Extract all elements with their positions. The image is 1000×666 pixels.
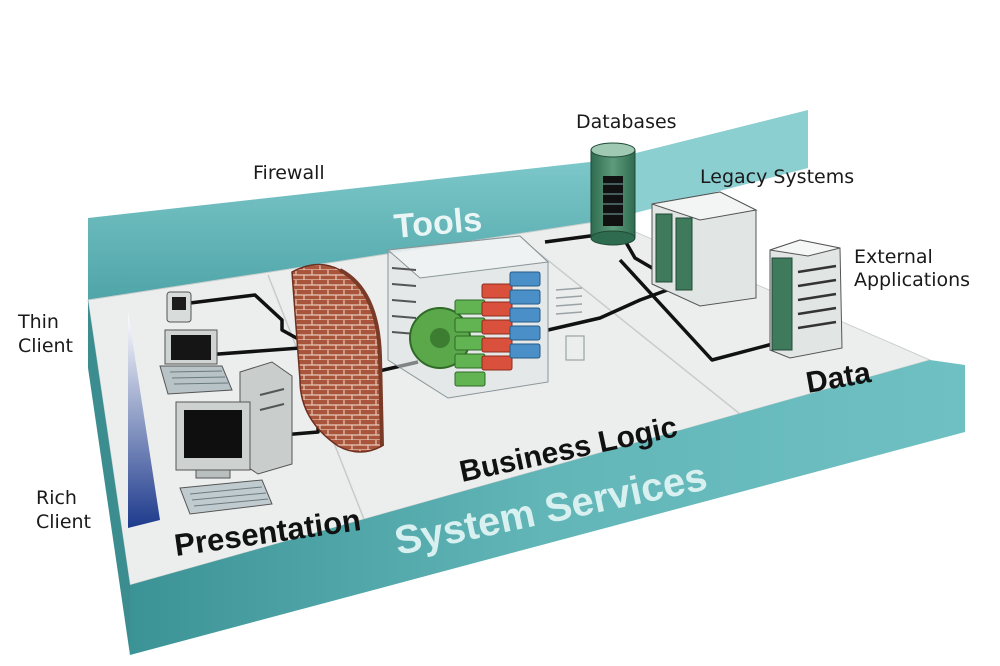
- firewall-icon: [291, 263, 384, 453]
- external-applications-label-line2: Applications: [854, 269, 971, 291]
- legacy-server-icon: [651, 191, 758, 307]
- code-block-stack-red: [481, 283, 513, 371]
- thin-client-label-line1: Thin: [18, 311, 59, 333]
- thin-client-label-line2: Client: [18, 335, 74, 357]
- client-range-gradient: [128, 312, 160, 528]
- system-services-edge: [88, 300, 965, 655]
- external-applications-label-line1: External: [854, 246, 933, 268]
- tools-label: Tools: [392, 200, 483, 246]
- desktop-computer-icon: [175, 361, 293, 515]
- tools-wall: [88, 110, 808, 300]
- databases-label: Databases: [576, 111, 677, 133]
- code-block-stack-blue: [509, 271, 541, 359]
- rich-client-label-line2: Client: [36, 511, 92, 533]
- firewall-label: Firewall: [253, 162, 325, 184]
- rich-client-label-line1: Rich: [36, 487, 77, 509]
- pda-device-icon: [166, 291, 192, 323]
- business-logic-cube-icon: [386, 235, 585, 399]
- external-application-server-icon: [769, 239, 843, 359]
- database-icon: [590, 142, 636, 246]
- code-block-stack-green: [454, 299, 486, 387]
- legacy-systems-label: Legacy Systems: [700, 166, 855, 188]
- laptop-icon: [159, 329, 233, 395]
